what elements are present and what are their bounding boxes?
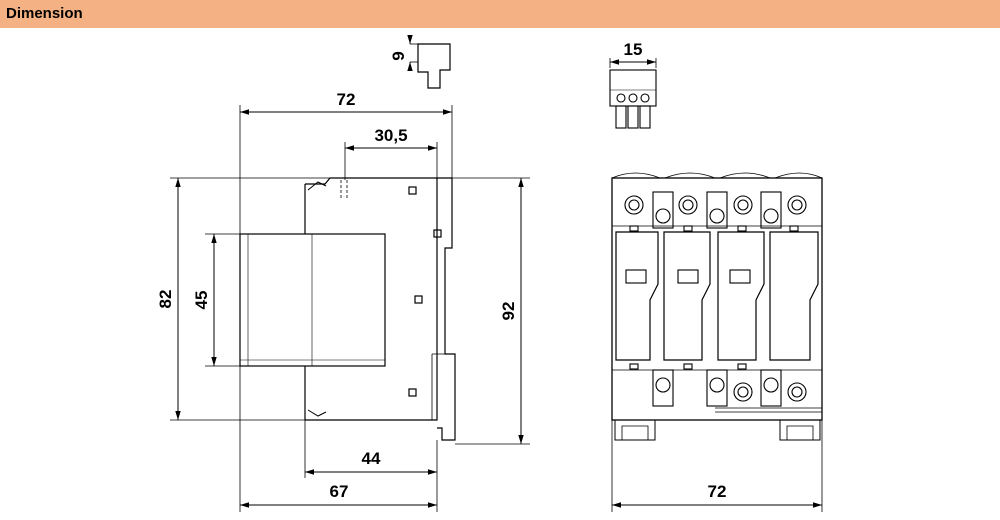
dim-82: 82: [156, 290, 175, 309]
dim-15: 15: [624, 40, 643, 59]
header-bar: Dimension: [0, 0, 1000, 28]
dim-92: 92: [499, 302, 518, 321]
front-view: [611, 172, 823, 512]
dim-72-top: 72: [337, 90, 356, 109]
dim-30-5: 30,5: [374, 126, 407, 145]
dim-9: 9: [389, 51, 408, 60]
section-title: Dimension: [6, 5, 83, 22]
dim-44: 44: [362, 449, 381, 468]
side-view: [170, 35, 530, 512]
dim-45: 45: [192, 291, 211, 310]
dim-72-front: 72: [708, 482, 727, 501]
dim-67: 67: [330, 482, 349, 501]
plug-front-view: [609, 58, 657, 129]
